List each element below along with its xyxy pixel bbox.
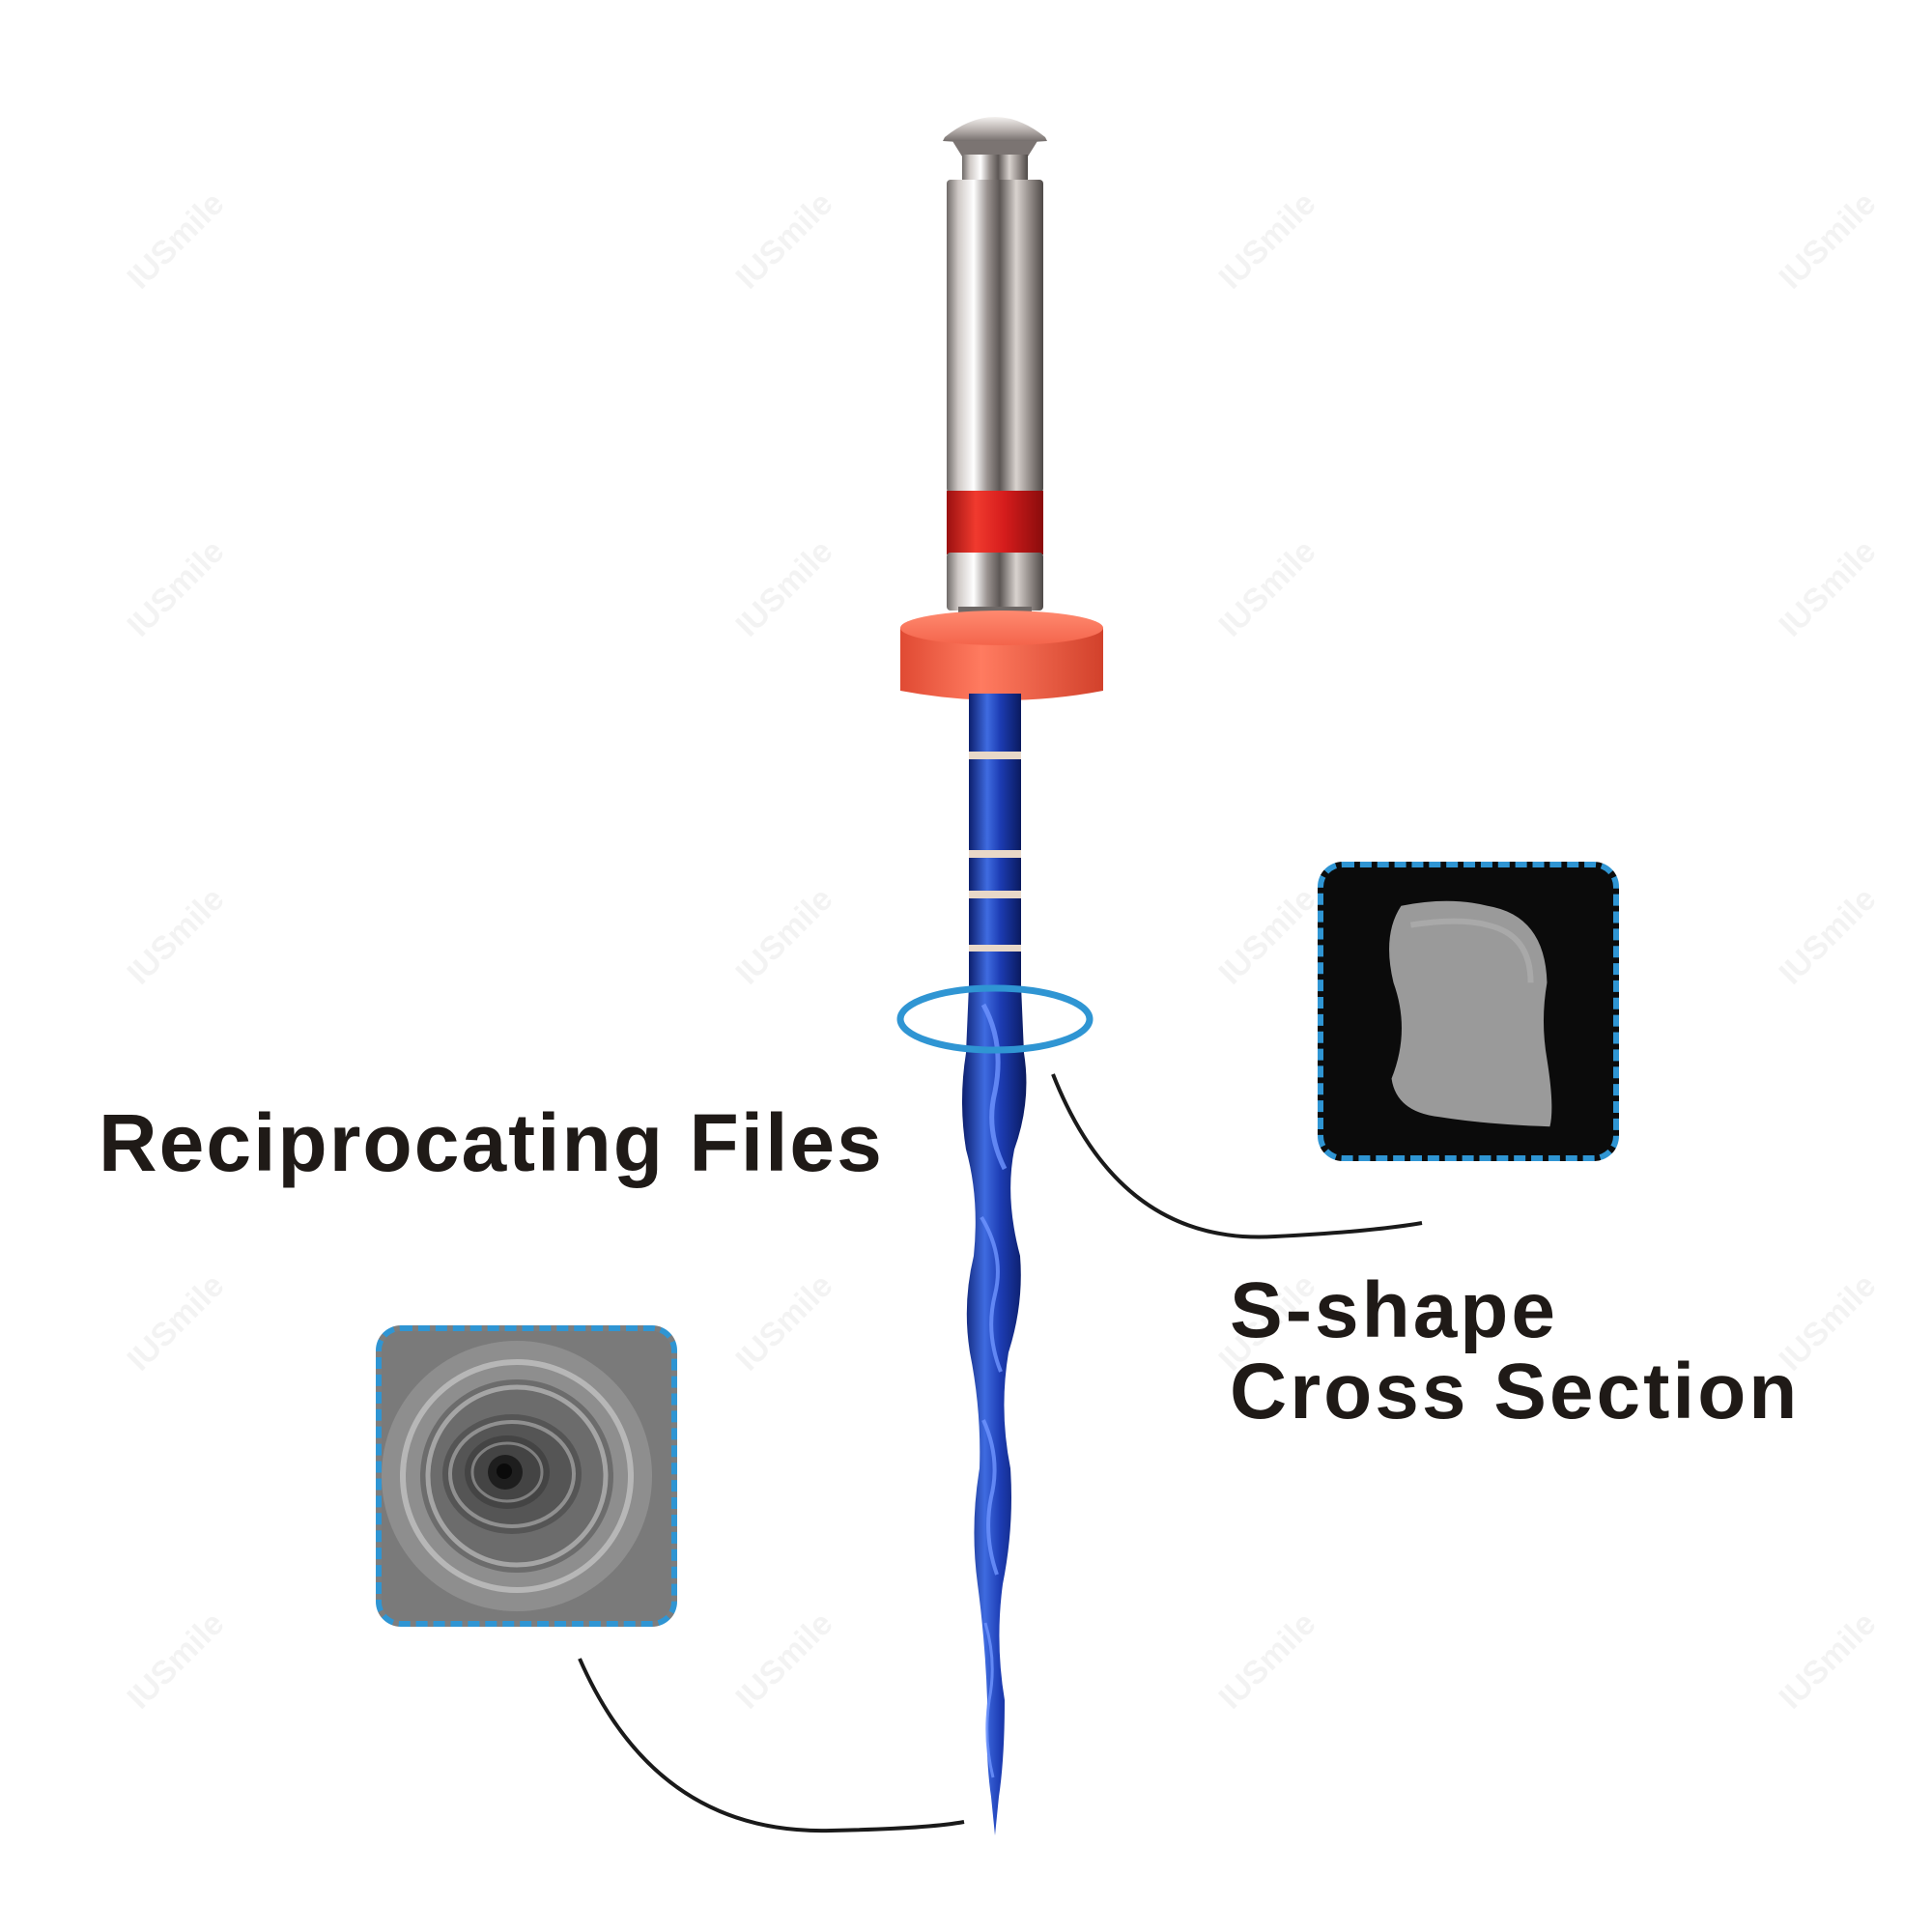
size-band bbox=[947, 491, 1043, 554]
tip-leader-line bbox=[578, 1658, 965, 1833]
handle-cap bbox=[943, 117, 1047, 143]
tip-microscope-image bbox=[382, 1331, 671, 1621]
cross-section-inset bbox=[1318, 862, 1619, 1161]
cross-section-leader-line bbox=[1051, 1073, 1423, 1239]
tip-microscope-inset bbox=[376, 1325, 677, 1627]
rubber-stopper bbox=[900, 628, 1103, 700]
s-shape-cross-section-image bbox=[1389, 900, 1552, 1127]
cross-section-label: S-shape Cross Section bbox=[1230, 1270, 1800, 1433]
cross-section-label-line2: Cross Section bbox=[1230, 1348, 1801, 1435]
cross-section-ring bbox=[896, 984, 1094, 1054]
product-title: Reciprocating Files bbox=[99, 1097, 884, 1188]
file-flutes bbox=[962, 985, 1027, 1835]
cross-section-label-line1: S-shape bbox=[1230, 1266, 1558, 1354]
file-shaft bbox=[969, 694, 1021, 988]
handle-shank bbox=[947, 180, 1043, 493]
